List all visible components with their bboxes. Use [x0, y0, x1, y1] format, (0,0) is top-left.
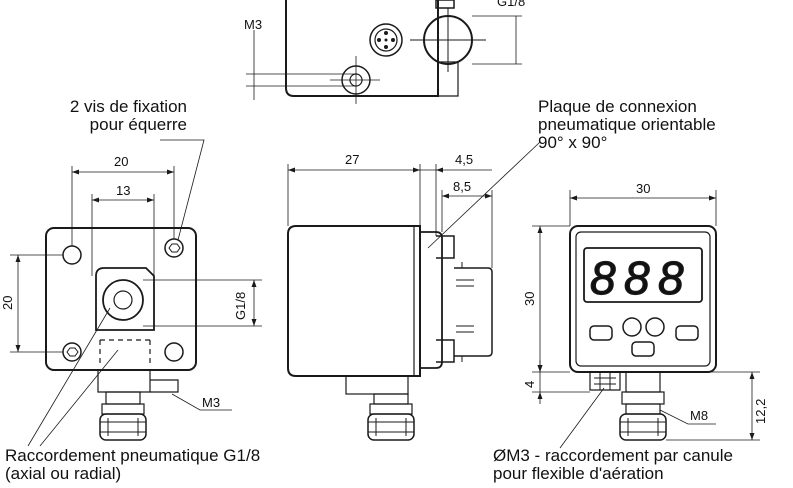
mode-button	[589, 325, 613, 341]
connection-plate-callout: Plaque de connexion pneumatique orientab…	[538, 98, 716, 152]
connection-plate-line3: 90° x 90°	[538, 133, 608, 152]
connection-plate-line1: Plaque de connexion	[538, 97, 697, 116]
led-2-icon	[645, 317, 665, 337]
top-view: G1/8 M3	[244, 0, 525, 104]
back-fitting-icon	[99, 391, 147, 441]
display-panel	[583, 247, 703, 303]
connection-plate-line2: pneumatique orientable	[538, 115, 716, 134]
front-base-height: 4	[522, 381, 537, 388]
back-port-icon	[102, 279, 144, 321]
pneumatic-connection-callout: Raccordement pneumatique G1/8 (axial ou …	[5, 447, 260, 483]
side-offset-b: 8,5	[453, 179, 471, 194]
front-width: 30	[636, 181, 650, 196]
back-view: 20 13 20 G1/8 M3	[0, 139, 262, 447]
front-fitting-thread: M8	[690, 408, 708, 423]
enter-button	[631, 341, 655, 357]
display-digit-2: 8	[624, 252, 650, 304]
led-1-icon	[622, 317, 642, 337]
mounting-screws-line2: pour équerre	[89, 115, 187, 134]
front-height: 30	[522, 292, 537, 306]
front-fitting-icon	[619, 371, 667, 441]
front-fitting-height: 12,2	[753, 399, 768, 424]
mounting-screws-line1: 2 vis de fixation	[69, 97, 187, 116]
m8-connector-icon	[369, 23, 403, 57]
back-port-thread: G1/8	[233, 292, 248, 320]
pneumatic-connection-line1: Raccordement pneumatique G1/8	[5, 446, 261, 465]
side-view: 27 4,5 8,5	[287, 141, 541, 441]
back-width-outer: 20	[114, 154, 128, 169]
screw-hole-icon-2	[164, 342, 184, 362]
display-digit-3: 8	[658, 252, 684, 304]
front-view: 8 8 8 30 30	[522, 181, 768, 449]
display-digit-1: 8	[590, 252, 616, 304]
mounting-screws-callout: 2 vis de fixation pour équerre	[70, 98, 187, 134]
vent-connection-callout: ØM3 - raccordement par canule pour flexi…	[493, 447, 733, 483]
vent-connection-line1: ØM3 - raccordement par canule	[493, 446, 733, 465]
back-height: 20	[0, 296, 15, 310]
vent-connection-line2: pour flexible d'aération	[493, 464, 664, 483]
side-length: 27	[345, 152, 359, 167]
back-width-inner: 13	[116, 183, 130, 198]
top-thread-label: M3	[244, 17, 262, 32]
side-offset-a: 4,5	[455, 152, 473, 167]
screw-hole-icon	[62, 245, 82, 265]
back-screw-thread: M3	[202, 395, 220, 410]
side-fitting-icon	[345, 375, 415, 441]
top-port-label: G1/8	[497, 0, 525, 9]
set-button	[675, 325, 699, 341]
pneumatic-connection-line2: (axial ou radial)	[5, 464, 122, 483]
